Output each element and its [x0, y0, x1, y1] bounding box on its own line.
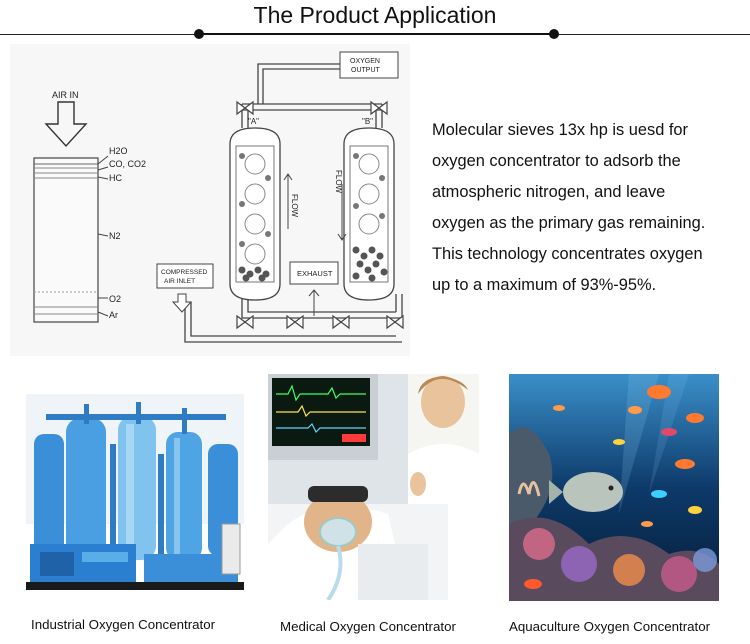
oxygen-output-label-1: OXYGEN	[350, 58, 380, 65]
flow-up-arrow-icon	[283, 173, 293, 229]
air-in-label: AIR IN	[52, 90, 79, 100]
description-line: This technology concentrates oxygen	[432, 245, 703, 263]
description-line: Molecular sieves 13x hp is uesd for	[432, 121, 688, 139]
medical-concentrator-photo	[268, 374, 479, 600]
sieve-column-b	[343, 127, 395, 301]
compressed-air-label-2: AIR INLET	[164, 278, 195, 285]
adsorption-column	[33, 157, 99, 323]
page-title-text: The Product Application	[243, 2, 507, 28]
oxygen-output-label-2: OUTPUT	[351, 67, 381, 74]
description: Molecular sieves 13x hp is uesd for oxyg…	[432, 115, 744, 301]
column-a-label: "A"	[248, 117, 259, 126]
layer-label-ar: Ar	[109, 310, 118, 320]
layer-label-hc: HC	[109, 173, 122, 183]
header-rule-accent	[200, 33, 550, 35]
description-line: oxygen concentrator to adsorb the	[432, 152, 681, 170]
description-line: atmospheric nitrogen, and leave	[432, 183, 666, 201]
air-in-arrow-icon	[44, 101, 88, 148]
header-dot-left	[194, 29, 204, 39]
flow-down-arrow-icon	[337, 184, 347, 241]
page-title: The Product Application	[0, 2, 750, 29]
layer-label-h2o: H2O	[109, 146, 128, 156]
process-diagram: AIR IN H2O CO, CO2 HC N2 O2 Ar	[10, 44, 410, 356]
description-line: up to a maximum of 93%-95%.	[432, 276, 657, 294]
valves	[236, 100, 404, 330]
header-dot-right	[549, 29, 559, 39]
piping	[184, 63, 403, 343]
industrial-concentrator-photo	[26, 374, 244, 604]
process-diagram-svg: AIR IN H2O CO, CO2 HC N2 O2 Ar	[10, 44, 410, 356]
aquaculture-concentrator-photo	[509, 374, 719, 601]
flow-label-b: FLOW	[334, 170, 343, 194]
compressed-air-box	[156, 263, 214, 289]
industrial-caption: Industrial Oxygen Concentrator	[31, 617, 216, 632]
exhaust-box	[289, 261, 339, 285]
layer-label-n2: N2	[109, 231, 121, 241]
air-inlet-arrow-icon	[171, 293, 193, 313]
layer-label-o2: O2	[109, 294, 121, 304]
description-line: oxygen as the primary gas remaining.	[432, 214, 706, 232]
layer-label-co: CO, CO2	[109, 159, 146, 169]
exhaust-arrow-icon	[308, 289, 320, 316]
compressed-air-label-1: COMPRESSED	[161, 269, 208, 276]
sieve-column-a	[229, 127, 281, 301]
flow-label-a: FLOW	[290, 194, 299, 218]
aquaculture-caption: Aquaculture Oxygen Concentrator	[509, 619, 711, 634]
exhaust-label: EXHAUST	[297, 269, 333, 278]
oxygen-output-box	[339, 51, 399, 79]
medical-caption: Medical Oxygen Concentrator	[280, 619, 456, 634]
column-b-label: "B"	[362, 117, 373, 126]
